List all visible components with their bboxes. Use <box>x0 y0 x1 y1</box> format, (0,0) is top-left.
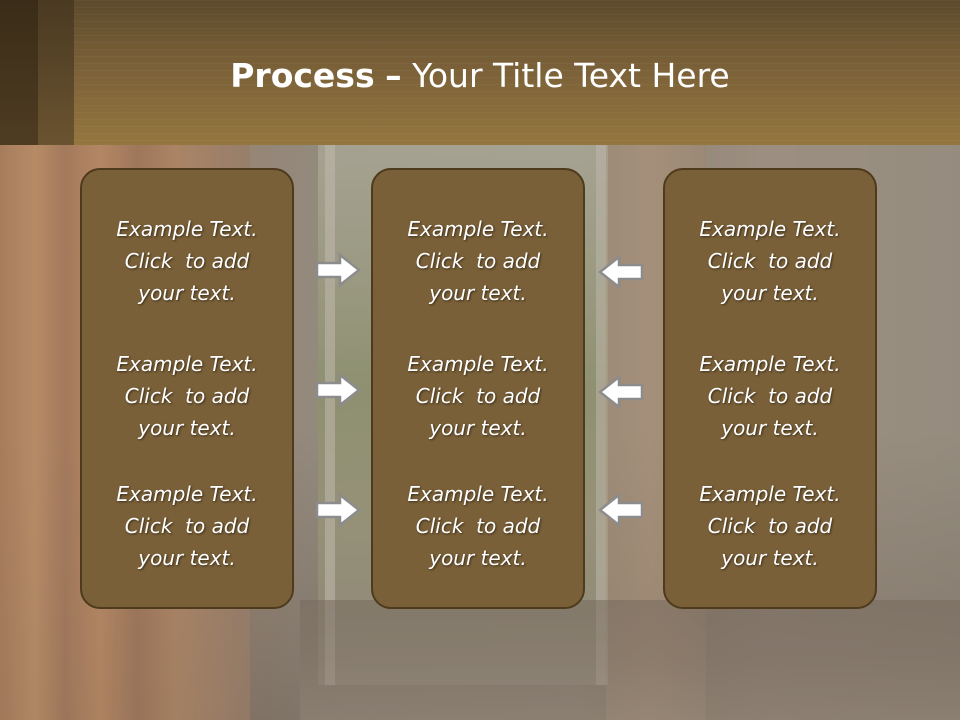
text-placeholder[interactable]: Example Text. Click to add your text. <box>665 478 875 574</box>
text-line: Example Text. <box>407 482 549 506</box>
process-box-center[interactable]: Example Text. Click to add your text. Ex… <box>371 168 585 609</box>
arrow-left-icon[interactable] <box>598 374 644 410</box>
text-placeholder[interactable]: Example Text. Click to add your text. <box>82 213 292 309</box>
text-line: Click to add <box>707 514 833 538</box>
text-line: Click to add <box>124 249 250 273</box>
text-line: your text. <box>721 416 819 440</box>
slide-title[interactable]: Process – Your Title Text Here <box>0 52 960 100</box>
text-line: your text. <box>138 281 236 305</box>
text-line: Click to add <box>707 249 833 273</box>
text-line: your text. <box>429 416 527 440</box>
text-placeholder[interactable]: Example Text. Click to add your text. <box>82 348 292 444</box>
banner-corner-accent <box>0 0 38 145</box>
text-line: Click to add <box>124 384 250 408</box>
text-placeholder[interactable]: Example Text. Click to add your text. <box>82 478 292 574</box>
text-line: Example Text. <box>116 217 258 241</box>
arrow-left-icon[interactable] <box>598 254 644 290</box>
arrow-right-icon[interactable] <box>315 492 361 528</box>
text-placeholder[interactable]: Example Text. Click to add your text. <box>373 348 583 444</box>
arrow-left-icon[interactable] <box>598 492 644 528</box>
text-line: your text. <box>138 546 236 570</box>
text-line: your text. <box>138 416 236 440</box>
text-line: your text. <box>429 546 527 570</box>
text-line: Click to add <box>707 384 833 408</box>
text-placeholder[interactable]: Example Text. Click to add your text. <box>373 478 583 574</box>
text-line: Example Text. <box>407 217 549 241</box>
process-box-right[interactable]: Example Text. Click to add your text. Ex… <box>663 168 877 609</box>
title-banner: Process – Your Title Text Here <box>0 0 960 145</box>
text-placeholder[interactable]: Example Text. Click to add your text. <box>373 213 583 309</box>
text-line: Click to add <box>124 514 250 538</box>
title-separator: – <box>385 56 402 95</box>
text-line: your text. <box>429 281 527 305</box>
text-line: Example Text. <box>699 217 841 241</box>
process-box-left[interactable]: Example Text. Click to add your text. Ex… <box>80 168 294 609</box>
text-line: Click to add <box>415 384 541 408</box>
text-line: Click to add <box>415 514 541 538</box>
text-line: Example Text. <box>116 482 258 506</box>
arrow-right-icon[interactable] <box>315 252 361 288</box>
text-placeholder[interactable]: Example Text. Click to add your text. <box>665 213 875 309</box>
arrow-right-icon[interactable] <box>315 372 361 408</box>
text-line: Example Text. <box>699 352 841 376</box>
text-line: Example Text. <box>699 482 841 506</box>
text-line: Example Text. <box>407 352 549 376</box>
text-placeholder[interactable]: Example Text. Click to add your text. <box>665 348 875 444</box>
text-line: Click to add <box>415 249 541 273</box>
title-rest-part: Your Title Text Here <box>412 56 730 95</box>
title-bold-part: Process <box>230 56 375 95</box>
text-line: Example Text. <box>116 352 258 376</box>
text-line: your text. <box>721 281 819 305</box>
text-line: your text. <box>721 546 819 570</box>
banner-corner-accent-inner <box>38 0 74 145</box>
